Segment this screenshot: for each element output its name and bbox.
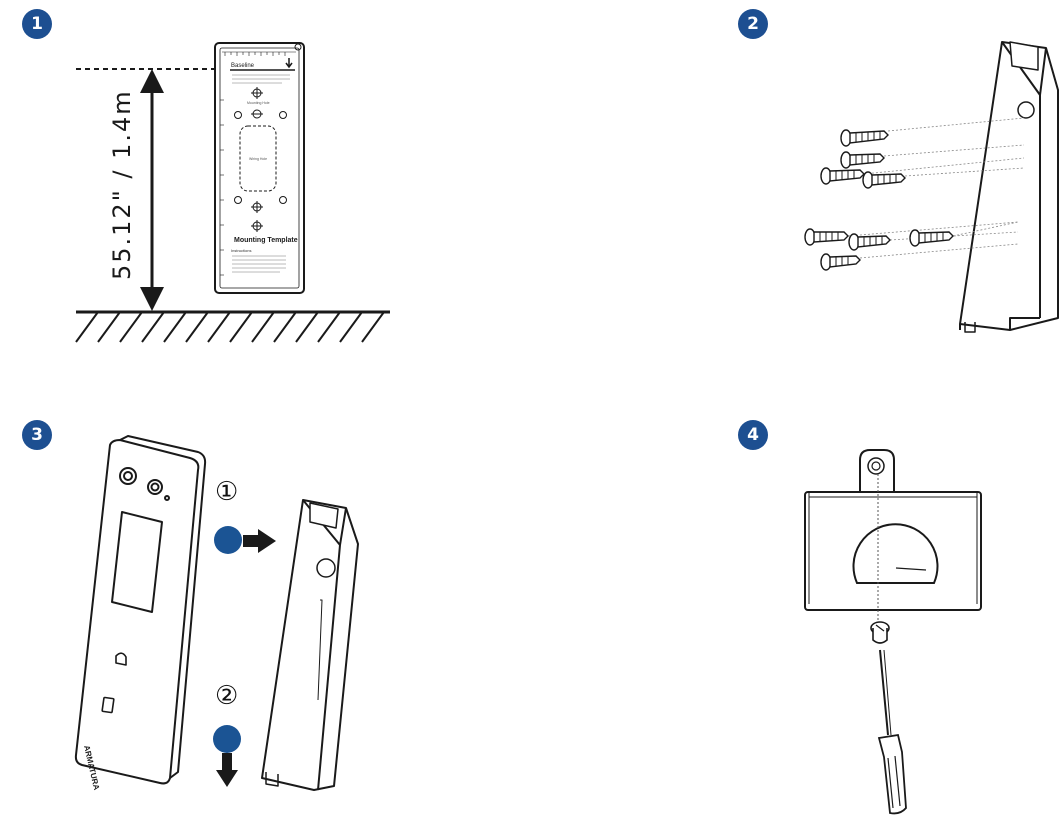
- order-2-label: ②: [215, 681, 239, 711]
- access-control-device: [74, 435, 207, 785]
- step-1-badge: 1: [22, 9, 52, 39]
- push-down-arrow: [216, 753, 238, 787]
- screwdriver: [877, 649, 907, 815]
- screws: [804, 129, 954, 271]
- slide-right-arrow: [243, 529, 276, 553]
- screw-3: [820, 167, 865, 185]
- mount-screw: [870, 621, 890, 644]
- bottom-plate: [804, 491, 982, 611]
- screw-8: [820, 253, 861, 271]
- step-2-badge: 2: [738, 9, 768, 39]
- screw-6: [848, 233, 891, 251]
- ground-hatching: [75, 311, 385, 343]
- push-down-dot: [213, 725, 241, 753]
- height-arrow-down-head: [140, 287, 164, 311]
- back-plate: [959, 41, 1059, 333]
- mounting-tab: [859, 449, 895, 492]
- height-arrow-up-head: [140, 69, 164, 93]
- screw-7: [909, 229, 954, 247]
- step-4-badge: 4: [738, 420, 768, 450]
- slide-on-dot: [214, 526, 242, 554]
- screw-2: [840, 151, 885, 169]
- step-3-badge: 3: [22, 420, 52, 450]
- template-wiring-hole-label: Wiring Hole: [249, 157, 267, 161]
- back-plate-mount: [261, 499, 359, 791]
- screw-1: [840, 129, 889, 147]
- template-notes-heading: Instructions: [231, 248, 251, 253]
- screw-4: [862, 171, 906, 189]
- template-title: Mounting Template: [234, 237, 298, 244]
- template-mounting-hole-label: Mounting Hole: [247, 101, 270, 105]
- template-baseline-label: Baseline: [231, 63, 255, 69]
- screw-5: [804, 228, 849, 246]
- order-1-label: ①: [215, 477, 239, 507]
- mounting-template: [214, 42, 305, 294]
